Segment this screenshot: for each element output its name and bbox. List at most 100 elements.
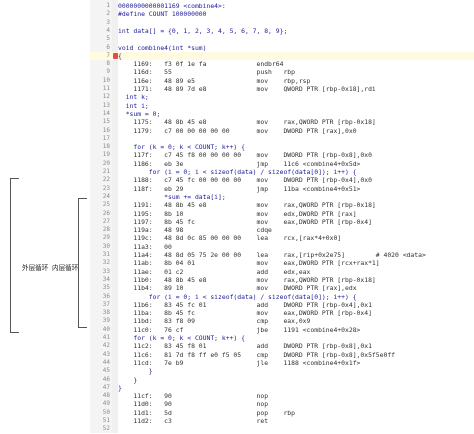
asm-text: 11b4: 89 10 mov DWORD PTR [rax],edx xyxy=(118,284,357,293)
line-number: 52 xyxy=(102,425,110,433)
line-number: 28 xyxy=(102,226,110,234)
code-line[interactable]: 33 11ae: 01 c2 add edx,eax xyxy=(90,268,474,276)
code-line[interactable]: 3 xyxy=(90,19,474,27)
line-number: 23 xyxy=(102,184,110,192)
code-line[interactable]: 34 11b0: 48 8b 45 e8 mov rax,QWORD PTR [… xyxy=(90,276,474,284)
line-number: 25 xyxy=(102,201,110,209)
code-line[interactable]: 31 11a4: 48 8d 05 75 2e 00 00 lea rax,[r… xyxy=(90,251,474,259)
code-line[interactable]: 5 xyxy=(90,35,474,43)
line-number: 39 xyxy=(102,317,110,325)
code-line[interactable]: 23 118f: eb 29 jmp 11ba <combine4+0x51> xyxy=(90,185,474,193)
line-number: 34 xyxy=(102,275,110,283)
code-line[interactable]: 41 for (k = 0; k < COUNT; k++) { xyxy=(90,334,474,342)
code-line[interactable]: 28 119a: 48 98 cdqe xyxy=(90,226,474,234)
line-number: 48 xyxy=(102,392,110,400)
code-line[interactable]: 14 *sum = 0; xyxy=(90,110,474,118)
code-line[interactable]: 42 11c2: 83 45 f8 01 add DWORD PTR [rbp-… xyxy=(90,342,474,350)
source-text: } xyxy=(118,367,153,376)
asm-text: 11d0: 90 nop xyxy=(118,400,269,409)
line-number: 10 xyxy=(102,76,110,84)
code-line[interactable]: 16 1179: c7 00 00 00 00 00 mov DWORD PTR… xyxy=(90,127,474,135)
code-line[interactable]: 26 1195: 8b 10 mov edx,DWORD PTR [rax] xyxy=(90,210,474,218)
asm-text: 117f: c7 45 f8 00 00 00 00 mov DWORD PTR… xyxy=(118,151,372,160)
line-number: 5 xyxy=(106,35,110,43)
line-number: 33 xyxy=(102,267,110,275)
source-text: for (k = 0; k < COUNT; k++) { xyxy=(118,143,245,152)
code-line[interactable]: 10 116e: 48 89 e5 mov rbp,rsp xyxy=(90,77,474,85)
source-text: *sum += data[i]; xyxy=(118,192,226,201)
line-number: 35 xyxy=(102,284,110,292)
code-line[interactable]: 12 int k; xyxy=(90,93,474,101)
asm-text: 118f: eb 29 jmp 11ba <combine4+0x51> xyxy=(118,184,361,193)
asm-text: 11b6: 83 45 fc 01 add DWORD PTR [rbp-0x4… xyxy=(118,300,372,309)
code-line[interactable]: 37 11b6: 83 45 fc 01 add DWORD PTR [rbp-… xyxy=(90,301,474,309)
code-line[interactable]: 48 11cf: 90 nop xyxy=(90,392,474,400)
line-number: 20 xyxy=(102,159,110,167)
line-number: 36 xyxy=(102,292,110,300)
code-line[interactable]: 18 for (k = 0; k < COUNT; k++) { xyxy=(90,143,474,151)
line-number: 22 xyxy=(102,176,110,184)
code-line[interactable]: 30 11a3: 00 xyxy=(90,243,474,251)
code-line[interactable]: 49 11d0: 90 nop xyxy=(90,400,474,408)
code-line[interactable]: 11 1171: 48 89 7d e8 mov QWORD PTR [rbp-… xyxy=(90,85,474,93)
line-number: 9 xyxy=(106,68,110,76)
code-line[interactable]: 32 11ab: 8b 04 01 mov eax,DWORD PTR [rcx… xyxy=(90,259,474,267)
line-number: 21 xyxy=(102,168,110,175)
line-number: 49 xyxy=(102,400,110,408)
code-line[interactable]: 38 11ba: 8b 45 fc mov eax,DWORD PTR [rbp… xyxy=(90,309,474,317)
asm-text: 11d1: 5d pop rbp xyxy=(118,408,295,417)
line-number: 44 xyxy=(102,358,110,366)
code-line[interactable]: 39 11bd: 83 f8 09 cmp eax,0x9 xyxy=(90,317,474,325)
code-line[interactable]: 35 11b4: 89 10 mov DWORD PTR [rax],edx xyxy=(90,284,474,292)
asm-text: 11c2: 83 45 f8 01 add DWORD PTR [rbp-0x8… xyxy=(118,342,372,351)
code-line[interactable]: 20 1186: eb 3e jmp 11c6 <combine4+0x5d> xyxy=(90,160,474,168)
line-number: 45 xyxy=(102,367,110,375)
code-line[interactable]: 40 11c0: 76 cf jbe 1191 <combine4+0x28> xyxy=(90,326,474,334)
code-line[interactable]: 52 xyxy=(90,425,474,433)
asm-text: 11ab: 8b 04 01 mov eax,DWORD PTR [rcx+ra… xyxy=(118,259,380,268)
code-line[interactable]: 44 11cd: 7e b9 jle 1188 <combine4+0x1f> xyxy=(90,359,474,367)
code-line[interactable]: 15 1175: 48 8b 45 e8 mov rax,QWORD PTR [… xyxy=(90,118,474,126)
asm-text: 11ae: 01 c2 add edx,eax xyxy=(118,267,311,276)
asm-text: 1195: 8b 10 mov edx,DWORD PTR [rax] xyxy=(118,209,357,218)
code-line[interactable]: 9 116d: 55 push rbp xyxy=(90,68,474,76)
source-text: int data[] = {0, 1, 2, 3, 4, 5, 6, 7, 8,… xyxy=(118,26,288,35)
code-line[interactable]: 46 } xyxy=(90,376,474,384)
code-line[interactable]: 21 for (i = 0; i < sizeof(data) / sizeof… xyxy=(90,168,474,176)
code-line[interactable]: 36 for (i = 0; i < sizeof(data) / sizeof… xyxy=(90,293,474,301)
code-line[interactable]: 13 int i; xyxy=(90,102,474,110)
line-number: 31 xyxy=(102,251,110,258)
code-line[interactable]: 43 11c6: 81 7d f8 ff e0 f5 05 cmp DWORD … xyxy=(90,351,474,359)
asm-text: 11d2: c3 ret xyxy=(118,417,269,425)
code-line[interactable]: 47} xyxy=(90,384,474,392)
code-line[interactable]: 22 1188: c7 45 fc 00 00 00 00 mov DWORD … xyxy=(90,176,474,184)
line-number: 27 xyxy=(102,217,110,225)
breakpoint-marker[interactable] xyxy=(113,53,118,59)
asm-text: 11a4: 48 8d 05 75 2e 00 00 lea rax,[rip+… xyxy=(118,251,426,259)
line-number: 50 xyxy=(102,408,110,416)
code-line[interactable]: 27 1197: 8b 45 fc mov eax,DWORD PTR [rbp… xyxy=(90,218,474,226)
code-line[interactable]: 50 11d1: 5d pop rbp xyxy=(90,409,474,417)
code-line[interactable]: 29 119c: 48 8d 0c 85 00 00 00 lea rcx,[r… xyxy=(90,234,474,242)
code-line[interactable]: 19 117f: c7 45 f8 00 00 00 00 mov DWORD … xyxy=(90,151,474,159)
asm-text: 11a3: 00 xyxy=(118,242,172,251)
line-number: 29 xyxy=(102,234,110,242)
code-line[interactable]: 45 } xyxy=(90,367,474,375)
asm-text: 1175: 48 8b 45 e8 mov rax,QWORD PTR [rbp… xyxy=(118,118,376,127)
line-number: 26 xyxy=(102,209,110,217)
fold-margin[interactable] xyxy=(112,0,118,433)
code-line[interactable]: 17 xyxy=(90,135,474,143)
code-line[interactable]: 7{ xyxy=(90,51,474,61)
asm-text: 11bd: 83 f8 09 cmp eax,0x9 xyxy=(118,317,311,326)
code-line[interactable]: 2#define COUNT 100000000 xyxy=(90,10,474,18)
code-line[interactable]: 24 *sum += data[i]; xyxy=(90,193,474,201)
code-line[interactable]: 25 1191: 48 8b 45 e8 mov rax,QWORD PTR [… xyxy=(90,201,474,209)
asm-text: 1188: c7 45 fc 00 00 00 00 mov DWORD PTR… xyxy=(118,176,372,185)
code-line[interactable]: 8 1169: f3 0f 1e fa endbr64 xyxy=(90,60,474,68)
code-line[interactable]: 51 11d2: c3 ret xyxy=(90,417,474,425)
source-text: int i; xyxy=(118,101,149,110)
asm-text: 11c6: 81 7d f8 ff e0 f5 05 cmp DWORD PTR… xyxy=(118,350,396,359)
